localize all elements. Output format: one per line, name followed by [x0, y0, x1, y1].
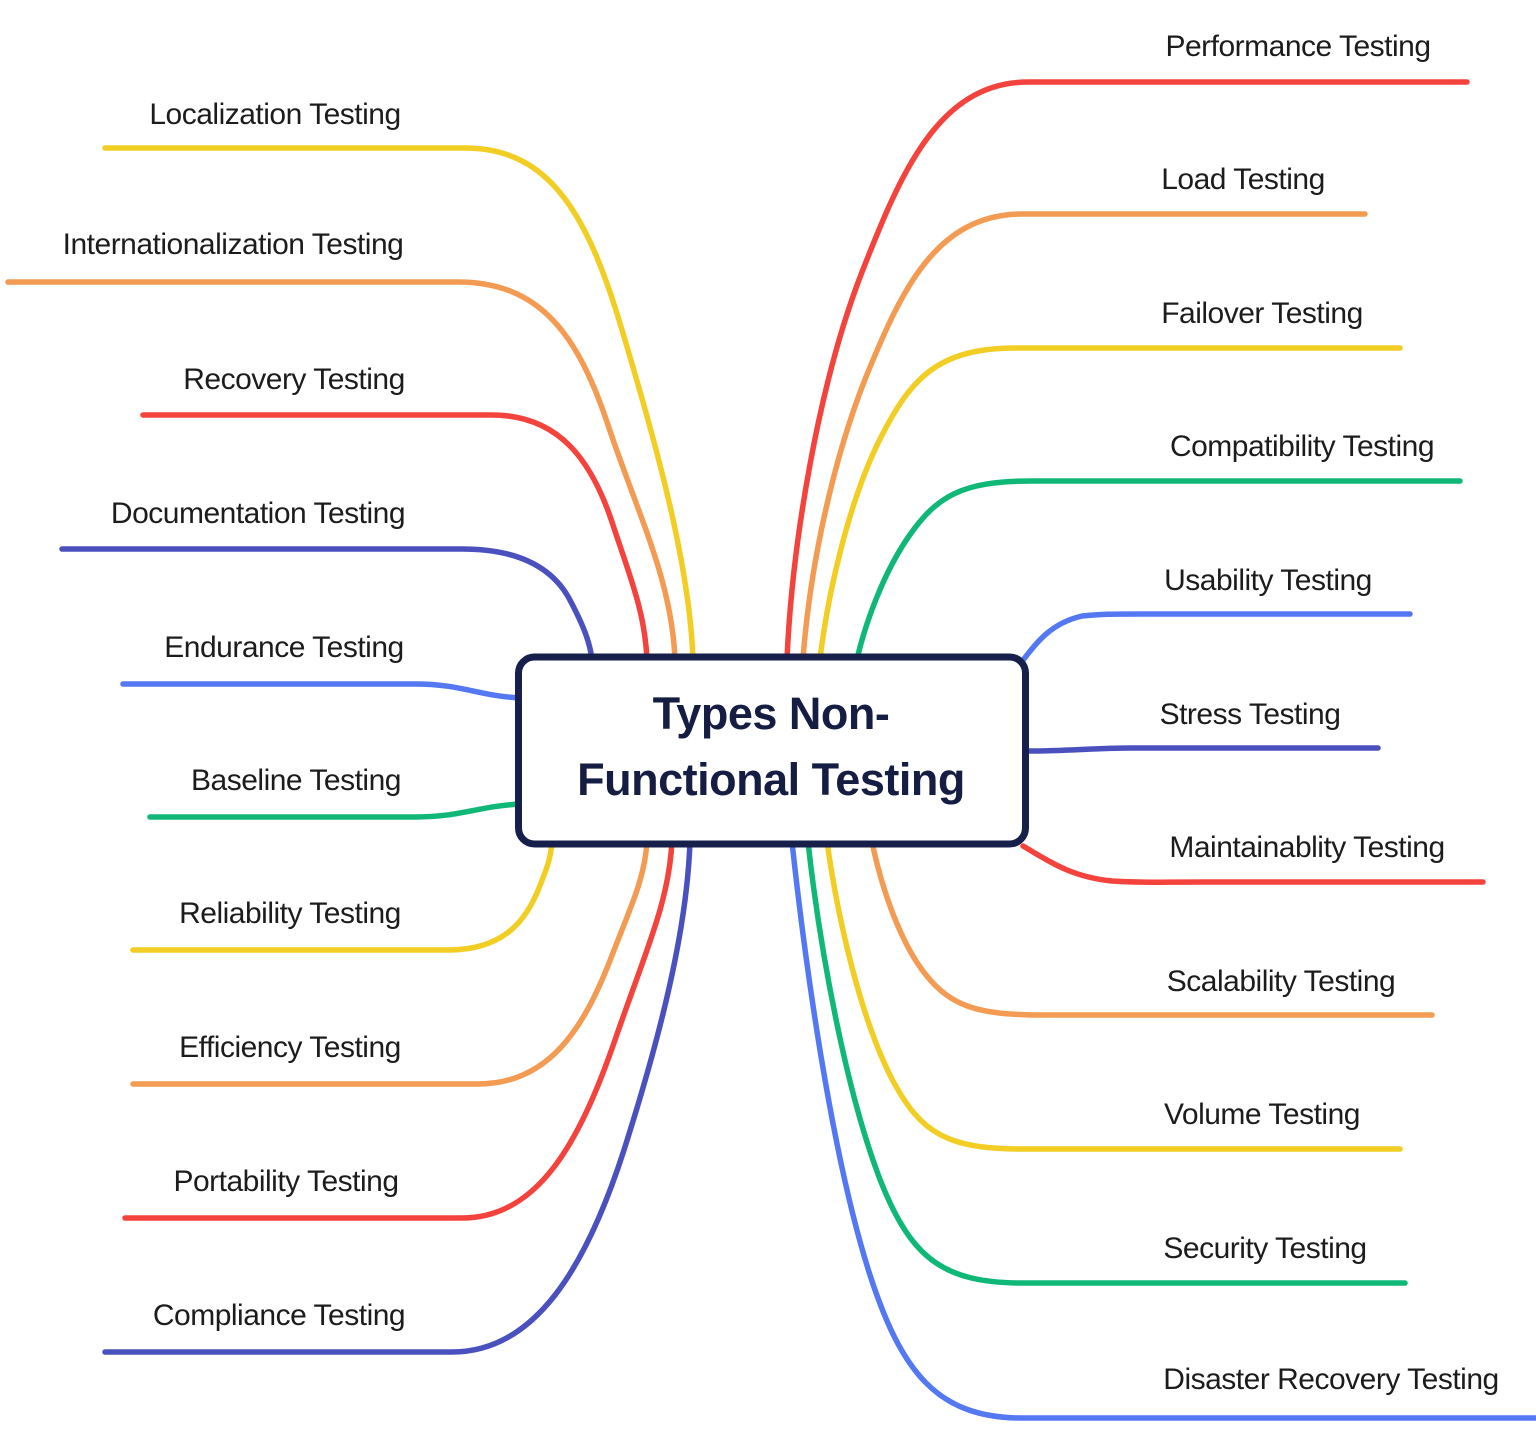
- branch-label: Security Testing: [1163, 1232, 1366, 1265]
- branch-label: Load Testing: [1161, 163, 1325, 196]
- central-node: Types Non- Functional Testing: [515, 653, 1029, 848]
- branch-label: Scalability Testing: [1167, 965, 1395, 998]
- branch-label: Endurance Testing: [164, 631, 403, 664]
- branch-label: Localization Testing: [149, 98, 400, 131]
- branch-line-failover-testing: [817, 345, 1403, 662]
- branch-label: Portability Testing: [173, 1165, 398, 1198]
- branch-label: Baseline Testing: [191, 764, 401, 797]
- branch-line-reliability-testing: [130, 838, 555, 953]
- branch-line-stress-testing: [1024, 745, 1381, 754]
- branch-line-localization-testing: [102, 145, 696, 663]
- branch-labels-left: Localization Testing Internationalizatio…: [63, 98, 406, 1332]
- central-node-title-line2: Functional Testing: [577, 754, 965, 805]
- branch-line-volume-testing: [824, 839, 1403, 1152]
- branch-line-compliance-testing: [102, 838, 693, 1355]
- branch-line-security-testing: [805, 839, 1408, 1286]
- branch-label: Maintainablity Testing: [1169, 831, 1444, 864]
- branch-line-efficiency-testing: [130, 838, 650, 1087]
- branch-line-internationalization-testing: [5, 279, 678, 663]
- branch-label: Performance Testing: [1165, 30, 1430, 63]
- branch-line-performance-testing: [784, 79, 1470, 662]
- branch-label: Compliance Testing: [153, 1299, 405, 1332]
- branch-line-documentation-testing: [59, 546, 595, 663]
- branch-label: Efficiency Testing: [179, 1031, 401, 1064]
- central-node-title-line1: Types Non-: [653, 688, 890, 739]
- central-node-box: [515, 653, 1029, 848]
- branch-label: Internationalization Testing: [63, 228, 404, 261]
- branch-labels-right: Performance Testing Load Testing Failove…: [1160, 30, 1500, 1396]
- branch-label: Recovery Testing: [183, 363, 405, 396]
- branch-line-portability-testing: [122, 838, 675, 1221]
- branch-line-disaster-recovery-testing: [789, 839, 1536, 1421]
- branch-label: Disaster Recovery Testing: [1163, 1363, 1498, 1396]
- branch-label: Documentation Testing: [111, 497, 405, 530]
- branch-lines-left: [5, 145, 696, 1355]
- branch-label: Volume Testing: [1164, 1098, 1360, 1131]
- branch-line-scalability-testing: [869, 839, 1435, 1018]
- branch-line-compatibility-testing: [854, 478, 1463, 662]
- branch-label: Failover Testing: [1161, 297, 1363, 330]
- branch-label: Compatibility Testing: [1170, 430, 1434, 463]
- branch-label: Reliability Testing: [179, 897, 401, 930]
- branch-line-usability-testing: [1018, 611, 1413, 666]
- branch-line-recovery-testing: [140, 412, 650, 663]
- branch-line-baseline-testing: [147, 801, 524, 820]
- branch-label: Usability Testing: [1164, 564, 1372, 597]
- branch-line-maintainablity-testing: [1020, 843, 1486, 885]
- branch-lines-right: [784, 79, 1536, 1421]
- branch-line-endurance-testing: [120, 681, 524, 701]
- branch-line-load-testing: [800, 211, 1368, 662]
- branch-label: Stress Testing: [1160, 698, 1341, 731]
